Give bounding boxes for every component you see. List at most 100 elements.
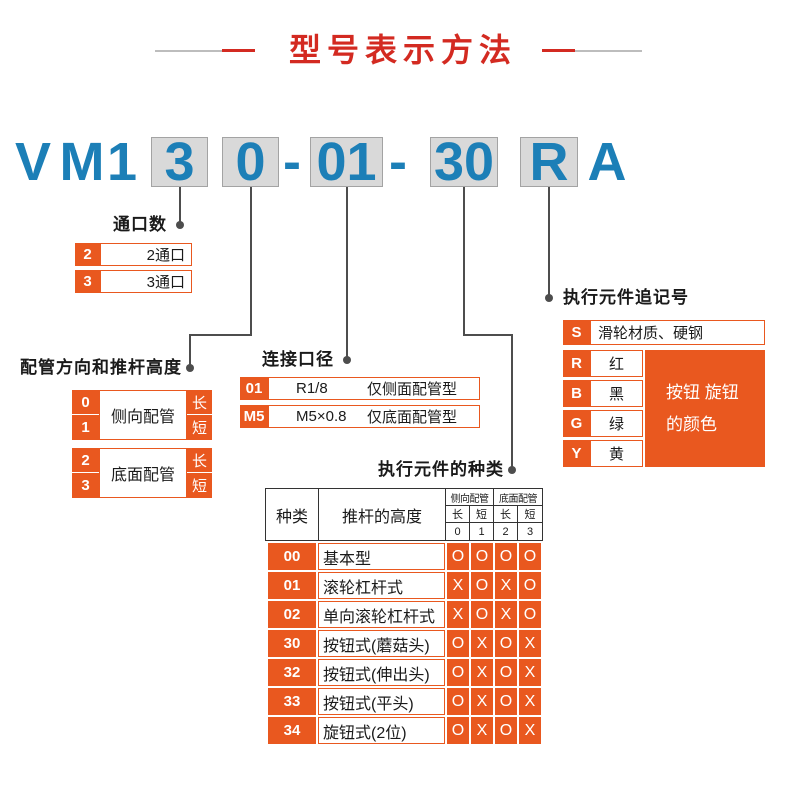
actuator-code: 00 [268, 543, 316, 570]
suffix-code: B [563, 380, 590, 407]
actuator-table-header: 种类 推杆的高度 侧向配管 底面配管 长 短 长 短 0 1 2 3 [265, 488, 543, 541]
connection-row: M5 M5×0.8 仅底面配管型 [240, 405, 480, 428]
connector-piping [189, 187, 252, 368]
connection-size: M5×0.8 [296, 408, 347, 425]
mark-side-short: O [471, 572, 493, 599]
series-digit-1: 1 [107, 132, 138, 192]
ports-text: 2通口 [100, 243, 192, 266]
mark-bottom-short: X [519, 659, 541, 686]
connection-row: 01 R1/8 仅侧面配管型 [240, 377, 480, 400]
piping-group-side: 0 1 侧向配管 长 短 [72, 390, 212, 440]
plunger-height: 长 [187, 448, 212, 473]
suffix-code: S [563, 320, 590, 345]
mark-side-short: X [471, 630, 493, 657]
code-tail-a: A [587, 132, 627, 192]
header-code: 2 [494, 523, 518, 541]
table-row: 01 滚轮杠杆式 X O X O [268, 572, 541, 599]
connector-dot-suffix [545, 294, 553, 302]
actuator-name: 基本型 [318, 543, 445, 570]
table-row: 00 基本型 O O O O [268, 543, 541, 570]
mark-side-long: X [447, 601, 469, 628]
header-code: 3 [518, 523, 543, 541]
mark-bottom-short: O [519, 543, 541, 570]
code-box-actuator: 30 [430, 135, 498, 189]
suffix-color-text: 黄 [590, 440, 643, 467]
header-code: 0 [446, 523, 470, 541]
mark-bottom-short: O [519, 572, 541, 599]
piping-code: 3 [72, 473, 99, 498]
mark-bottom-long: O [495, 717, 517, 744]
actuator-code: 02 [268, 601, 316, 628]
code-dash-2: - [389, 132, 407, 192]
mark-side-long: O [447, 630, 469, 657]
code-box-ports: 3 [151, 135, 208, 189]
suffix-label: 执行元件追记号 [563, 288, 689, 307]
mark-bottom-long: O [495, 543, 517, 570]
mark-side-short: O [471, 543, 493, 570]
actuator-label: 执行元件的种类 [378, 460, 504, 479]
header-side-piping: 侧向配管 [446, 489, 494, 506]
actuator-code: 33 [268, 688, 316, 715]
connection-label: 连接口径 [262, 350, 334, 369]
page-title: 型号表示方法 [288, 32, 517, 68]
mark-side-short: O [471, 601, 493, 628]
table-row: 30 按钮式(蘑菇头) O X O X [268, 630, 541, 657]
mark-bottom-long: O [495, 688, 517, 715]
header-code: 1 [470, 523, 494, 541]
plunger-height: 长 [187, 390, 212, 415]
actuator-code: 34 [268, 717, 316, 744]
ports-row: 3 3通口 [75, 270, 192, 293]
mark-side-long: O [447, 543, 469, 570]
header-type: 种类 [266, 489, 319, 541]
code-box-piping: 0 [222, 135, 279, 189]
header-length: 短 [518, 506, 543, 523]
actuator-code: 32 [268, 659, 316, 686]
suffix-color-text: 红 [590, 350, 643, 377]
piping-direction: 底面配管 [99, 448, 187, 498]
suffix-color-table: R 红 B 黑 G 绿 Y 黄 按钮 旋钮 的颜色 [563, 350, 765, 467]
piping-code: 1 [72, 415, 99, 440]
suffix-color-text: 黑 [590, 380, 643, 407]
connection-detail: M5×0.8 仅底面配管型 [268, 405, 480, 428]
suffix-code: G [563, 410, 590, 437]
connection-code: 01 [240, 377, 268, 400]
connection-note: 仅底面配管型 [367, 409, 458, 426]
table-row: 33 按钮式(平头) O X O X [268, 688, 541, 715]
connection-detail: R1/8 仅侧面配管型 [268, 377, 480, 400]
mark-bottom-short: O [519, 601, 541, 628]
header-plunger-height: 推杆的高度 [319, 489, 446, 541]
ports-code: 2 [75, 243, 100, 266]
actuator-name: 旋钮式(2位) [318, 717, 445, 744]
mark-bottom-short: X [519, 630, 541, 657]
mark-side-long: O [447, 659, 469, 686]
piping-direction: 侧向配管 [99, 390, 187, 440]
header-length: 短 [470, 506, 494, 523]
mark-bottom-short: X [519, 717, 541, 744]
plunger-height: 短 [187, 473, 212, 498]
mark-bottom-short: X [519, 688, 541, 715]
suffix-color-note-line: 的颜色 [666, 414, 717, 434]
actuator-name: 按钮式(平头) [318, 688, 445, 715]
connector-dot-ports [176, 221, 184, 229]
connection-table: 01 R1/8 仅侧面配管型 M5 M5×0.8 仅底面配管型 [240, 377, 480, 428]
ports-text: 3通口 [100, 270, 192, 293]
mark-side-long: X [447, 572, 469, 599]
actuator-name: 按钮式(蘑菇头) [318, 630, 445, 657]
actuator-name: 按钮式(伸出头) [318, 659, 445, 686]
ports-row: 2 2通口 [75, 243, 192, 266]
title-rule-left [155, 50, 222, 52]
code-box-suffix: R [520, 135, 578, 189]
header-bottom-piping: 底面配管 [494, 489, 543, 506]
connector-dot-connection [343, 356, 351, 364]
suffix-material-row: S 滑轮材质、硬钢 [563, 320, 765, 345]
code-dash-1: - [283, 132, 301, 192]
code-box-connection: 01 [310, 135, 383, 189]
actuator-table-body: 00 基本型 O O O O 01 滚轮杠杆式 X O X O 02 单向滚轮杠… [268, 543, 541, 744]
piping-table: 0 1 侧向配管 长 短 2 3 底面配管 长 短 [72, 390, 212, 498]
suffix-code: Y [563, 440, 590, 467]
series-letter-m: M [59, 132, 105, 192]
mark-bottom-long: O [495, 630, 517, 657]
piping-code: 2 [72, 448, 99, 473]
header-length: 长 [446, 506, 470, 523]
